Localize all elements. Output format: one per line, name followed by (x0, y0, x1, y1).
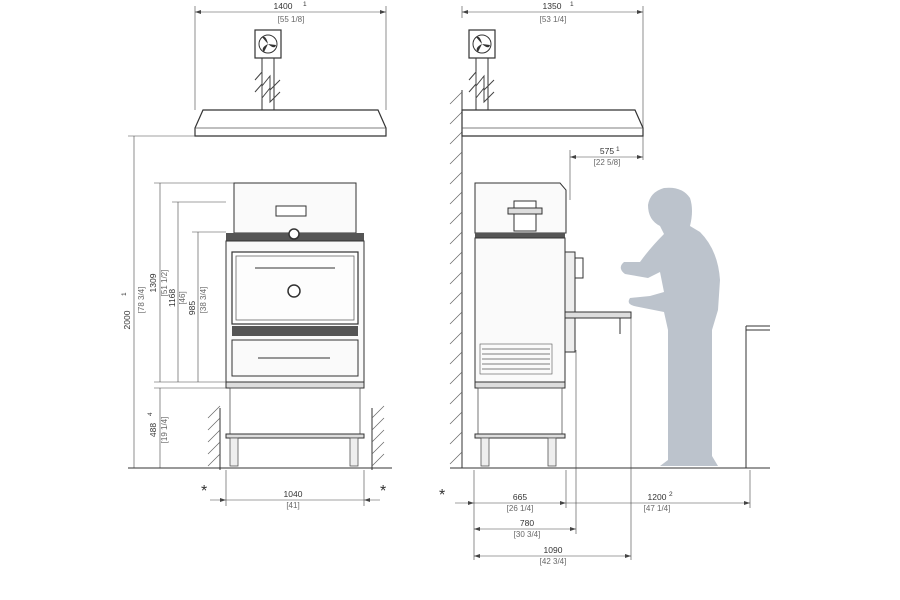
dim-label: 2000 (122, 310, 132, 329)
dim-front-width-top: 1400 1 [55 1/8] (194, 1, 387, 110)
dim-label: 1400 (274, 1, 293, 11)
dim-label: 1350 (543, 1, 562, 11)
dim-label: 1090 (544, 545, 563, 555)
dim-label: 1200 (648, 492, 667, 502)
dim-side-depth-780: 780 [30 3/4] (474, 350, 577, 539)
dim-inch: [38 3/4] (199, 287, 208, 314)
dim-side-depth-665: 665 [26 1/4] * (439, 470, 567, 560)
note-marker: 1 (121, 292, 128, 296)
extraction-hood-side (461, 109, 644, 137)
dim-inch: [55 1/8] (278, 15, 305, 24)
note-marker: 1 (616, 146, 620, 153)
dim-inch: [47 1/4] (644, 504, 671, 513)
dim-inch: [42 3/4] (540, 557, 567, 566)
dim-label: 575 (600, 146, 614, 156)
front-view: 1400 1 [55 1/8] (121, 1, 392, 510)
duct-side (468, 58, 495, 110)
back-wall (449, 90, 463, 468)
dim-inch: [19 1/4] (160, 417, 169, 444)
star-marker-side: * (439, 487, 445, 504)
extraction-hood (194, 109, 387, 137)
oven-front (225, 182, 365, 467)
dim-label: 1309 (148, 273, 158, 292)
dim-front-height-total: 2000 1 [78 3/4] (121, 135, 195, 468)
dim-inch: [41] (286, 501, 299, 510)
dim-inch: [46] (178, 291, 187, 304)
dim-side-clearance: 1200 2 [47 1/4] (566, 470, 751, 513)
fan-icon (254, 29, 282, 59)
fan-icon-side (468, 29, 496, 59)
counter (745, 325, 770, 468)
oven-side (474, 182, 632, 467)
dim-label: 1040 (284, 489, 303, 499)
person-silhouette (620, 187, 720, 466)
vent-grille (479, 343, 553, 375)
dim-front-width-base: 1040 [41] * * (201, 470, 386, 510)
note-marker: 1 (570, 1, 574, 8)
note-marker: 4 (147, 412, 154, 416)
dim-inch: [78 3/4] (137, 287, 146, 314)
dim-label: 665 (513, 492, 527, 502)
dim-side-depth-1090: 1090 [42 3/4] (474, 318, 632, 566)
dim-front-height-488: 488 4 [19 1/4] (147, 387, 226, 468)
dim-front-height-1168: 1168 [46] (167, 201, 226, 382)
star-marker-right: * (380, 483, 386, 500)
dim-front-height-1309: 1309 [51 1/2] (148, 182, 234, 383)
dim-front-height-985: 985 [38 3/4] (187, 231, 226, 382)
dim-label: 780 (520, 518, 534, 528)
dim-inch: [26 1/4] (507, 504, 534, 513)
dim-label: 488 (148, 423, 158, 437)
dim-inch: [22 5/8] (594, 158, 621, 167)
dim-side-overhang: 575 1 [22 5/8] (569, 146, 643, 200)
note-marker: 1 (303, 1, 307, 8)
dim-inch: [53 1/4] (540, 15, 567, 24)
side-clearance-left (207, 405, 221, 470)
duct (254, 58, 281, 110)
dim-inch: [30 3/4] (514, 530, 541, 539)
dim-label: 1168 (167, 289, 177, 308)
dim-inch: [51 1/2] (160, 270, 169, 297)
side-clearance-right (371, 405, 385, 470)
side-view: 1350 1 [53 1/4] (439, 1, 770, 566)
star-marker-left: * (201, 483, 207, 500)
note-marker: 2 (669, 491, 673, 498)
dim-label: 985 (187, 301, 197, 315)
